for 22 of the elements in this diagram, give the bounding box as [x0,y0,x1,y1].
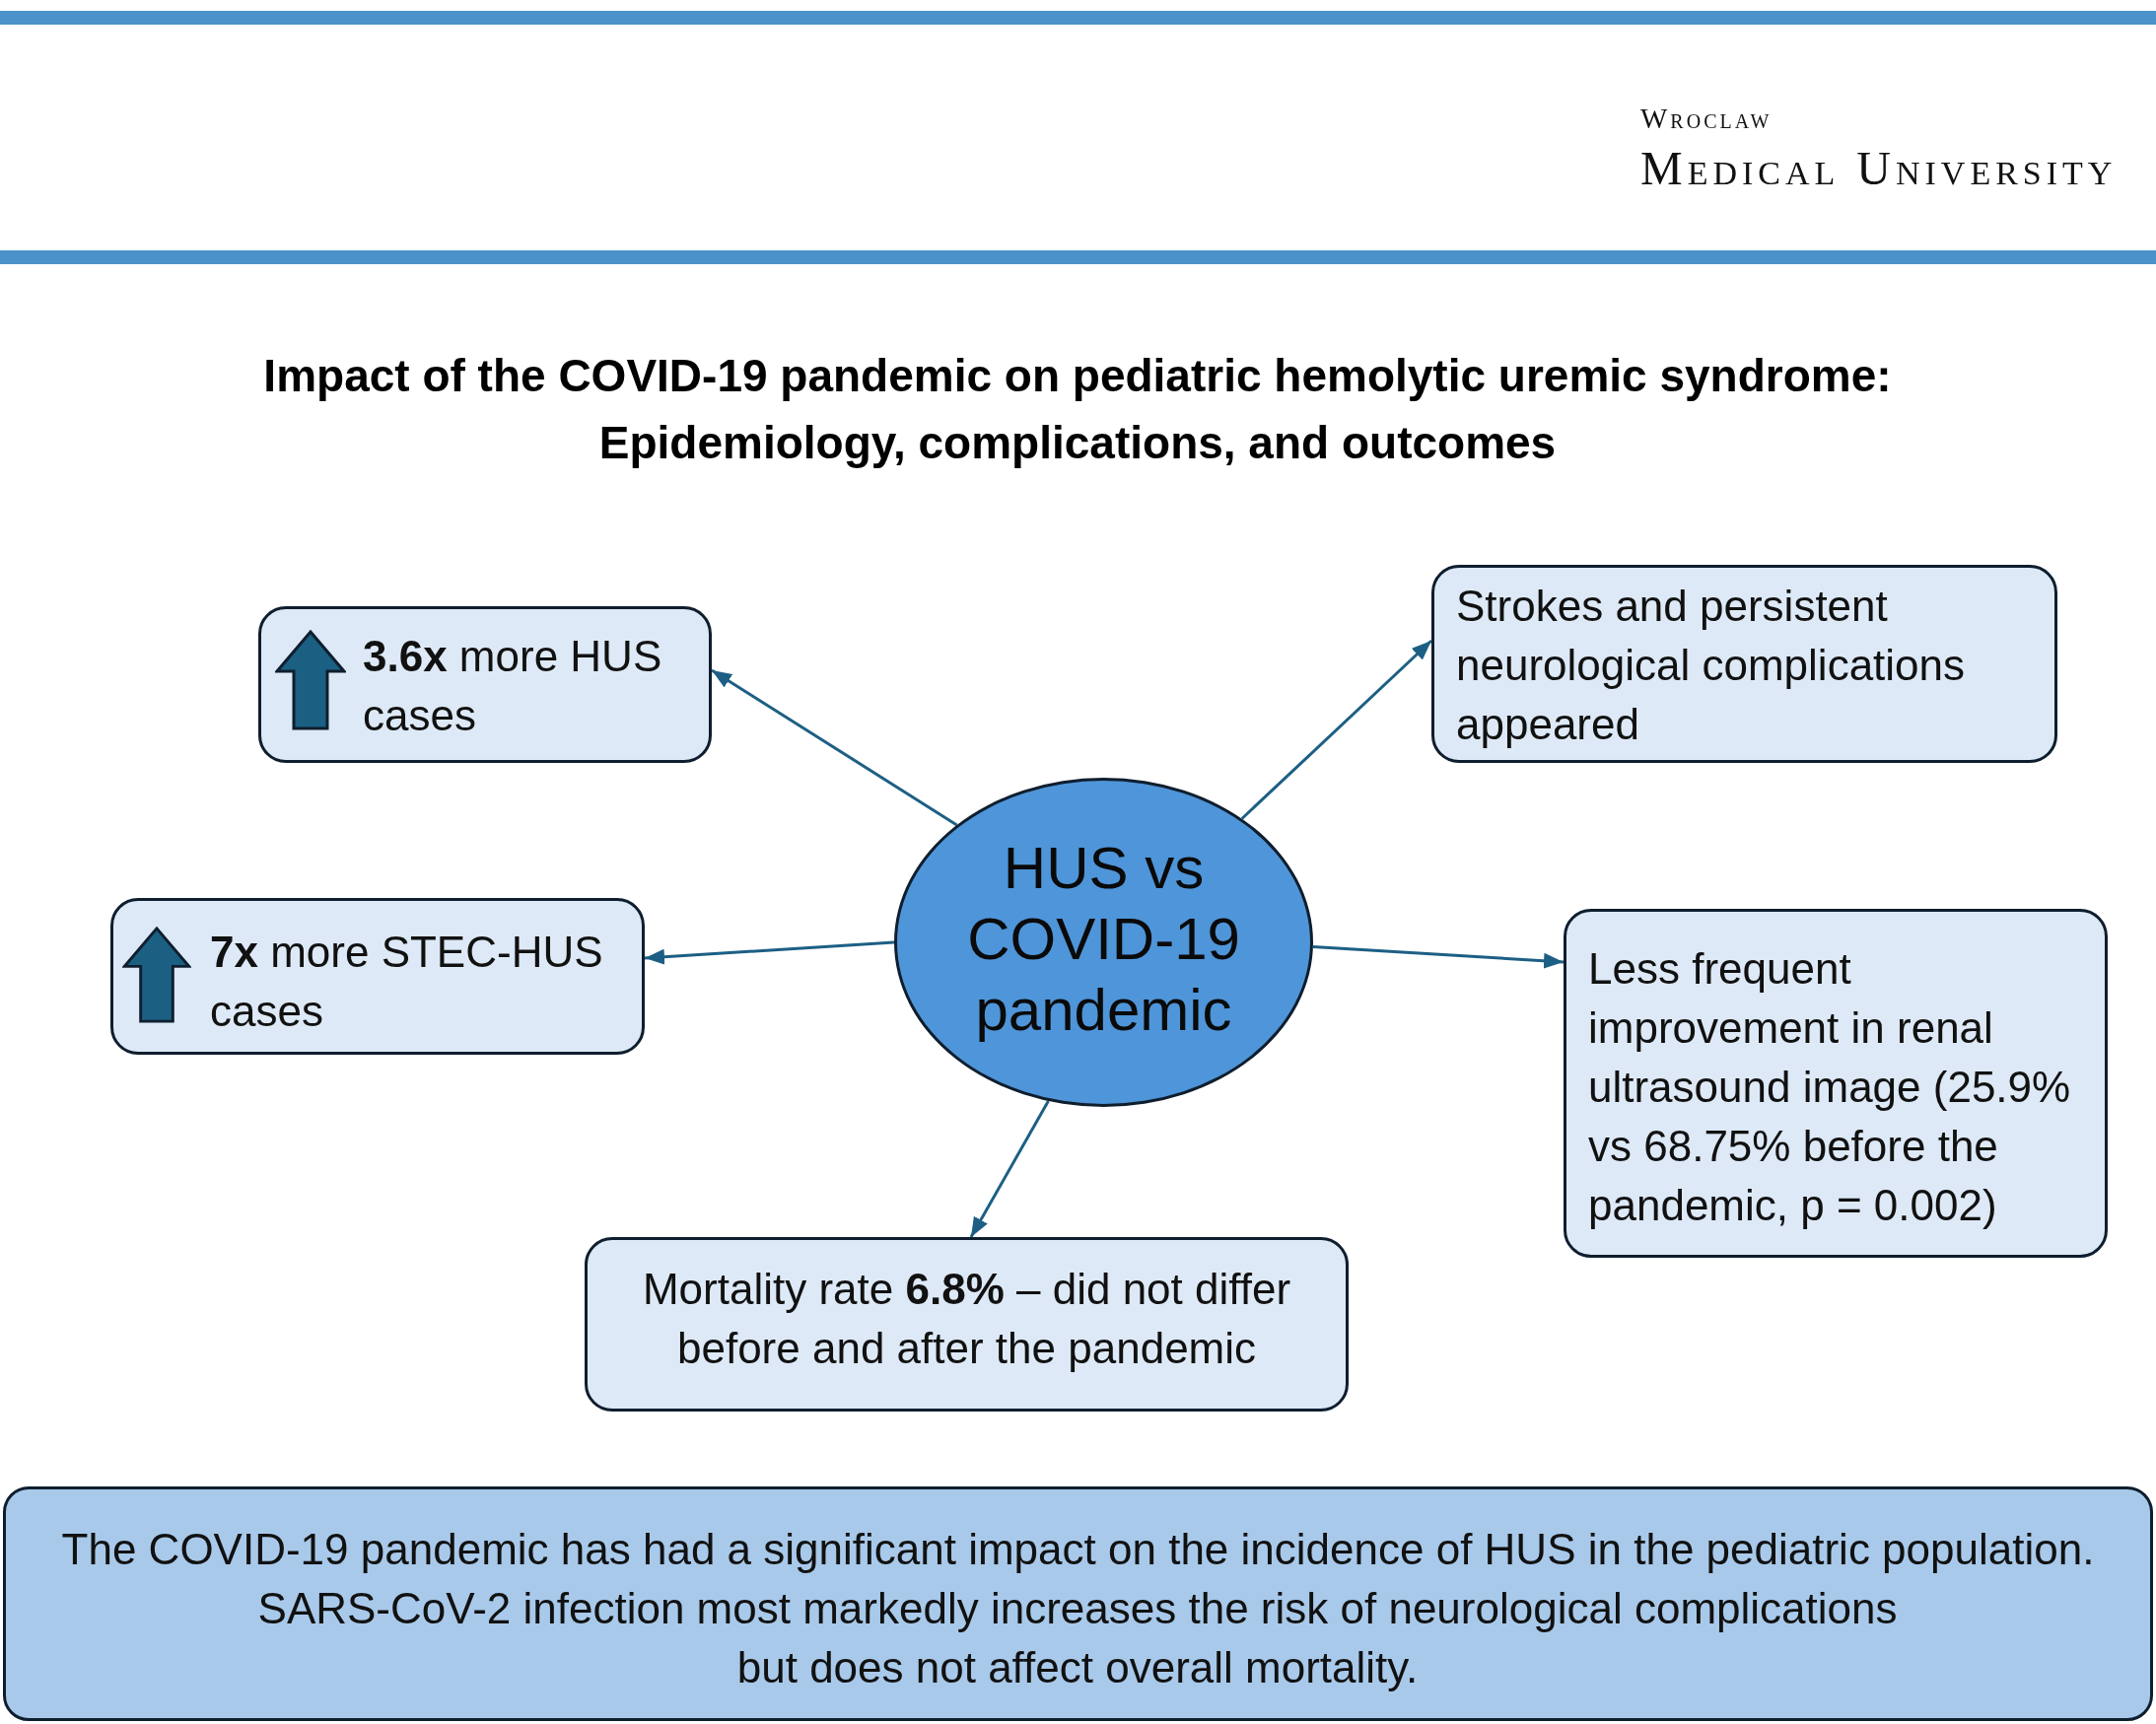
arrow [1312,944,1565,969]
finding-text: Strokes and persistent neurological complications appeared [1456,581,1967,750]
rounded-box [1431,565,2057,763]
rounded-box [585,1237,1349,1412]
diagram-title: Impact of the COVID-19 pandemic on pediatric hemolytic uremic syndrome: Epidemiology, complications, and outcomes [262,349,1893,470]
summary-text: SARS-CoV-2 infection most markedly increases the risk of neurological complications but does not affect overall mortality. [256,1583,1899,1693]
summary-text: The COVID-19 pandemic has had a significant impact on the incidence of HUS in the pediatric population. [60,1524,2096,1575]
finding-text: 3.6x more HUS cases [363,631,663,741]
arrow [644,940,895,965]
arrow [969,1100,1050,1238]
rounded-box [1564,909,2108,1258]
topic-text: HUS vs COVID-19 pandemic [966,834,1241,1045]
rounded-box [110,898,645,1055]
rounded-box [258,606,712,763]
university-name: Wroclaw [1640,103,1773,135]
university-name: Medical University [1640,141,2118,195]
arrow [1240,639,1433,820]
finding-text: Mortality rate 6.8% – did not differ before and after the pandemic [641,1264,1292,1374]
finding-text: 7x more STEC-HUS cases [210,927,604,1037]
arrow [711,668,958,827]
finding-text: Less frequent improvement in renal ultrasound image (25.9% vs 68.75% before the pandemic, p = 0.002) [1588,943,2072,1231]
summary-banner [3,1486,2153,1721]
